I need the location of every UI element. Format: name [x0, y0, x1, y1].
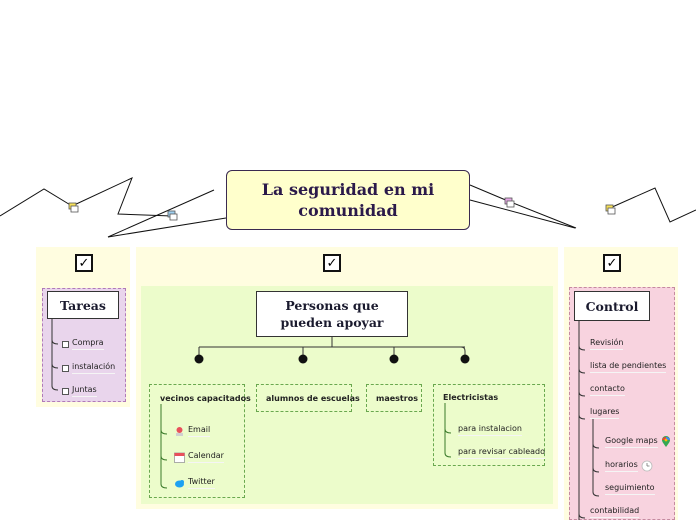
tareas-topic-label: Tareas [60, 297, 106, 313]
checkbox-icon[interactable] [62, 340, 69, 348]
electricistas-label[interactable]: Electricistas [443, 393, 499, 402]
control-item[interactable]: lista de pendientes [590, 361, 667, 373]
central-topic-label: La seguridad en mi comunidad [261, 180, 435, 220]
twitter-item[interactable]: Twitter [174, 477, 215, 489]
lugares-item[interactable]: Google maps [605, 436, 671, 448]
control-branch-lines [578, 320, 600, 520]
tareas-item[interactable]: Juntas [62, 385, 97, 397]
calendar-item[interactable]: Calendar [174, 451, 224, 463]
control-item[interactable]: Revisión [590, 338, 624, 350]
twitter-bird-icon [175, 479, 184, 487]
map-pin-icon [661, 436, 670, 447]
control-checkbox-icon[interactable]: ✓ [603, 254, 621, 272]
control-topic-label: Control [585, 298, 639, 314]
personas-branch-lines [194, 337, 470, 364]
electricistas-group [433, 384, 545, 466]
tareas-checkbox-icon[interactable]: ✓ [75, 254, 93, 272]
lugares-item[interactable]: horarios [605, 460, 653, 472]
tareas-item[interactable]: Compra [62, 338, 104, 350]
vecinos-label[interactable]: vecinos capacitados [160, 394, 251, 403]
central-topic[interactable]: La seguridad en mi comunidad [226, 170, 470, 230]
control-area [569, 287, 675, 520]
alumnos-group [256, 384, 352, 412]
email-pin-icon [176, 426, 183, 436]
tareas-item[interactable]: instalación [62, 362, 116, 374]
checkbox-icon[interactable] [62, 387, 69, 395]
maestros-label[interactable]: maestros [376, 394, 418, 403]
control-topic[interactable]: Control [574, 291, 650, 321]
personas-topic-label: Personas que pueden apoyar [280, 298, 384, 330]
control-item[interactable]: contacto [590, 384, 625, 396]
personas-checkbox-icon[interactable]: ✓ [323, 254, 341, 272]
electricistas-item[interactable]: para instalacion [458, 424, 522, 436]
tareas-topic[interactable]: Tareas [47, 291, 119, 319]
alumnos-label[interactable]: alumnos de escuelas [266, 394, 360, 403]
lugares-item[interactable]: seguimiento [605, 483, 655, 495]
control-item-lugares[interactable]: lugares [590, 407, 620, 419]
vecinos-group [149, 384, 245, 498]
tareas-branch-lines [51, 318, 59, 391]
personas-topic[interactable]: Personas que pueden apoyar [256, 291, 408, 337]
vecinos-branch-lines [160, 404, 168, 489]
checkbox-icon[interactable] [62, 364, 69, 372]
email-item[interactable]: Email [174, 425, 211, 437]
electricistas-item[interactable]: para revisar cableado [458, 447, 546, 459]
electricistas-branch-lines [444, 403, 452, 458]
maestros-group [366, 384, 422, 412]
control-item[interactable]: contabilidad [590, 506, 640, 518]
calendar-icon [174, 452, 185, 463]
clock-icon [641, 460, 653, 472]
